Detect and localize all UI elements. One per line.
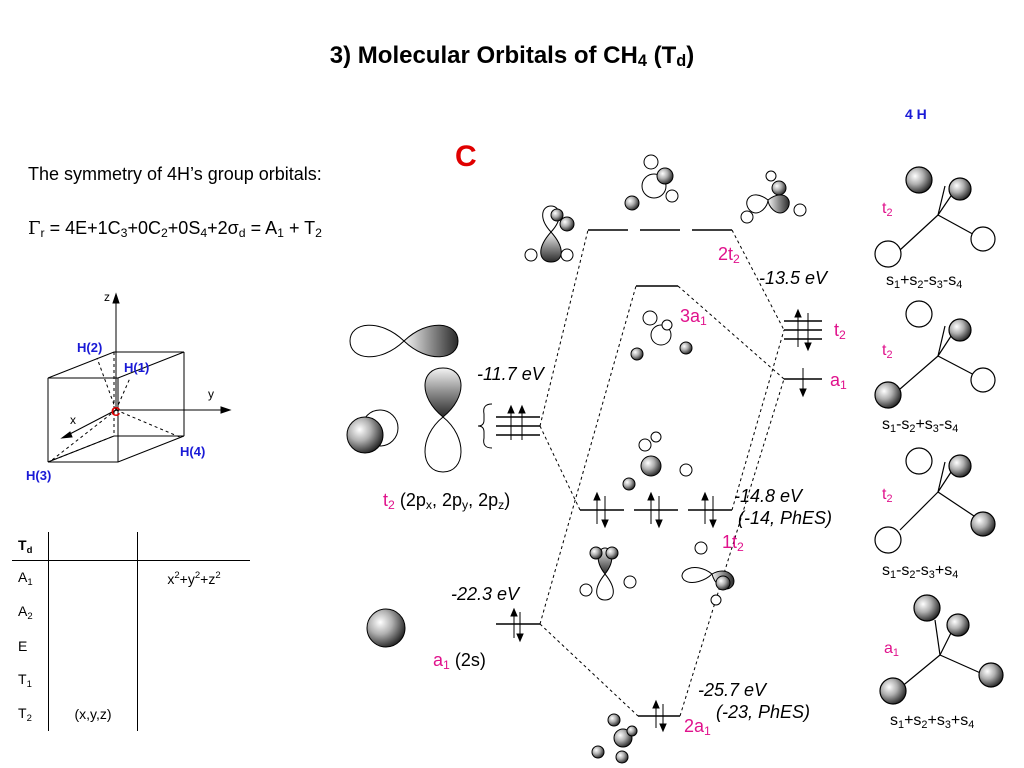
table-row: T1 xyxy=(12,663,250,697)
group-orbital-sym-1: t2 xyxy=(882,200,893,219)
group-orbital-sym-3: t2 xyxy=(882,486,893,505)
carbon-2s-label: a1 (2s) xyxy=(433,650,486,672)
h-t2-energy: -13.5 eV xyxy=(759,268,828,288)
mo-2a1-label: 2a1 xyxy=(684,716,711,738)
mo-2t2-label: 2t2 xyxy=(718,244,740,266)
hydrogen-column-label: 4 H xyxy=(905,106,927,122)
energy-levels xyxy=(496,229,822,717)
table-header-row: Td xyxy=(12,532,250,561)
group-orbital-pictures xyxy=(874,166,1004,705)
mo-2a1-picture xyxy=(591,713,638,764)
carbon-2s-energy: -22.3 eV xyxy=(451,584,520,604)
group-orbital-combo-1: s1+s2-s3-s4 xyxy=(886,272,963,291)
mo-1t2-energy: -14.8 eV xyxy=(734,486,803,506)
x-axis-label: x xyxy=(70,413,76,427)
carbon-2p-energy: -11.7 eV xyxy=(477,364,544,384)
table-row: A2 xyxy=(12,595,250,629)
character-table: Td A1 x2+y2+z2 A2 E T1 T2 (x,y,z) xyxy=(12,532,250,731)
page-title: 3) Molecular Orbitals of CH4 (Td) xyxy=(329,42,695,70)
coordinate-cube xyxy=(47,351,185,463)
a1-basis-cell: x2+y2+z2 xyxy=(167,569,221,587)
carbon-center-label: C xyxy=(111,404,121,419)
electron-arrows xyxy=(507,308,812,733)
table-row: T2 (x,y,z) xyxy=(12,697,250,731)
table-row: E xyxy=(12,629,250,663)
group-orbital-combo-4: s1+s2+s3+s4 xyxy=(890,712,975,731)
mo-3a1-label: 3a1 xyxy=(680,306,707,328)
table-header-cell xyxy=(48,532,138,561)
carbon-p-orbital-icons xyxy=(346,324,462,473)
axis-lines xyxy=(60,292,232,439)
carbon-2s-orbital-icon xyxy=(366,608,406,648)
h-a1-label: a1 xyxy=(830,370,847,392)
group-orbital-combo-2: s1-s2+s3-s4 xyxy=(882,416,959,435)
table-header-cell: Td xyxy=(12,532,49,561)
mo-1t2-phes: (-14, PhES) xyxy=(738,508,833,528)
group-orbital-sym-4: a1 xyxy=(884,640,899,659)
h-t2-label: t2 xyxy=(834,320,846,342)
bond-dashes xyxy=(51,357,183,461)
correlation-lines xyxy=(539,229,785,717)
h3-label: H(3) xyxy=(26,468,52,483)
symmetry-heading: The symmetry of 4H’s group orbitals: xyxy=(28,164,322,184)
carbon-column-label: C xyxy=(455,140,477,173)
table-header-cell xyxy=(137,532,250,561)
mo-2t2-pictures xyxy=(524,154,807,263)
p-orbital-brace xyxy=(477,403,493,449)
mo-1t2-pictures xyxy=(579,431,735,606)
carbon-2p-label: t2 (2px, 2py, 2pz) xyxy=(383,490,511,512)
h1-label: H(1) xyxy=(124,360,150,375)
y-axis-label: y xyxy=(208,387,214,401)
group-orbital-sym-2: t2 xyxy=(882,342,893,361)
h4-label: H(4) xyxy=(180,444,206,459)
gamma-equation: Γr = 4E+1C3+0C2+0S4+2σd = A1 + T2 xyxy=(28,218,322,240)
table-row: A1 x2+y2+z2 xyxy=(12,560,250,595)
mo-1t2-label: 1t2 xyxy=(722,532,744,554)
group-orbital-combo-3: s1-s2-s3+s4 xyxy=(882,562,959,581)
mo-2a1-energy: -25.7 eV xyxy=(698,680,767,700)
mo-3a1-picture xyxy=(630,310,693,361)
mo-2a1-phes: (-23, PhES) xyxy=(716,702,811,722)
z-axis-label: z xyxy=(104,290,110,304)
h2-label: H(2) xyxy=(77,340,103,355)
